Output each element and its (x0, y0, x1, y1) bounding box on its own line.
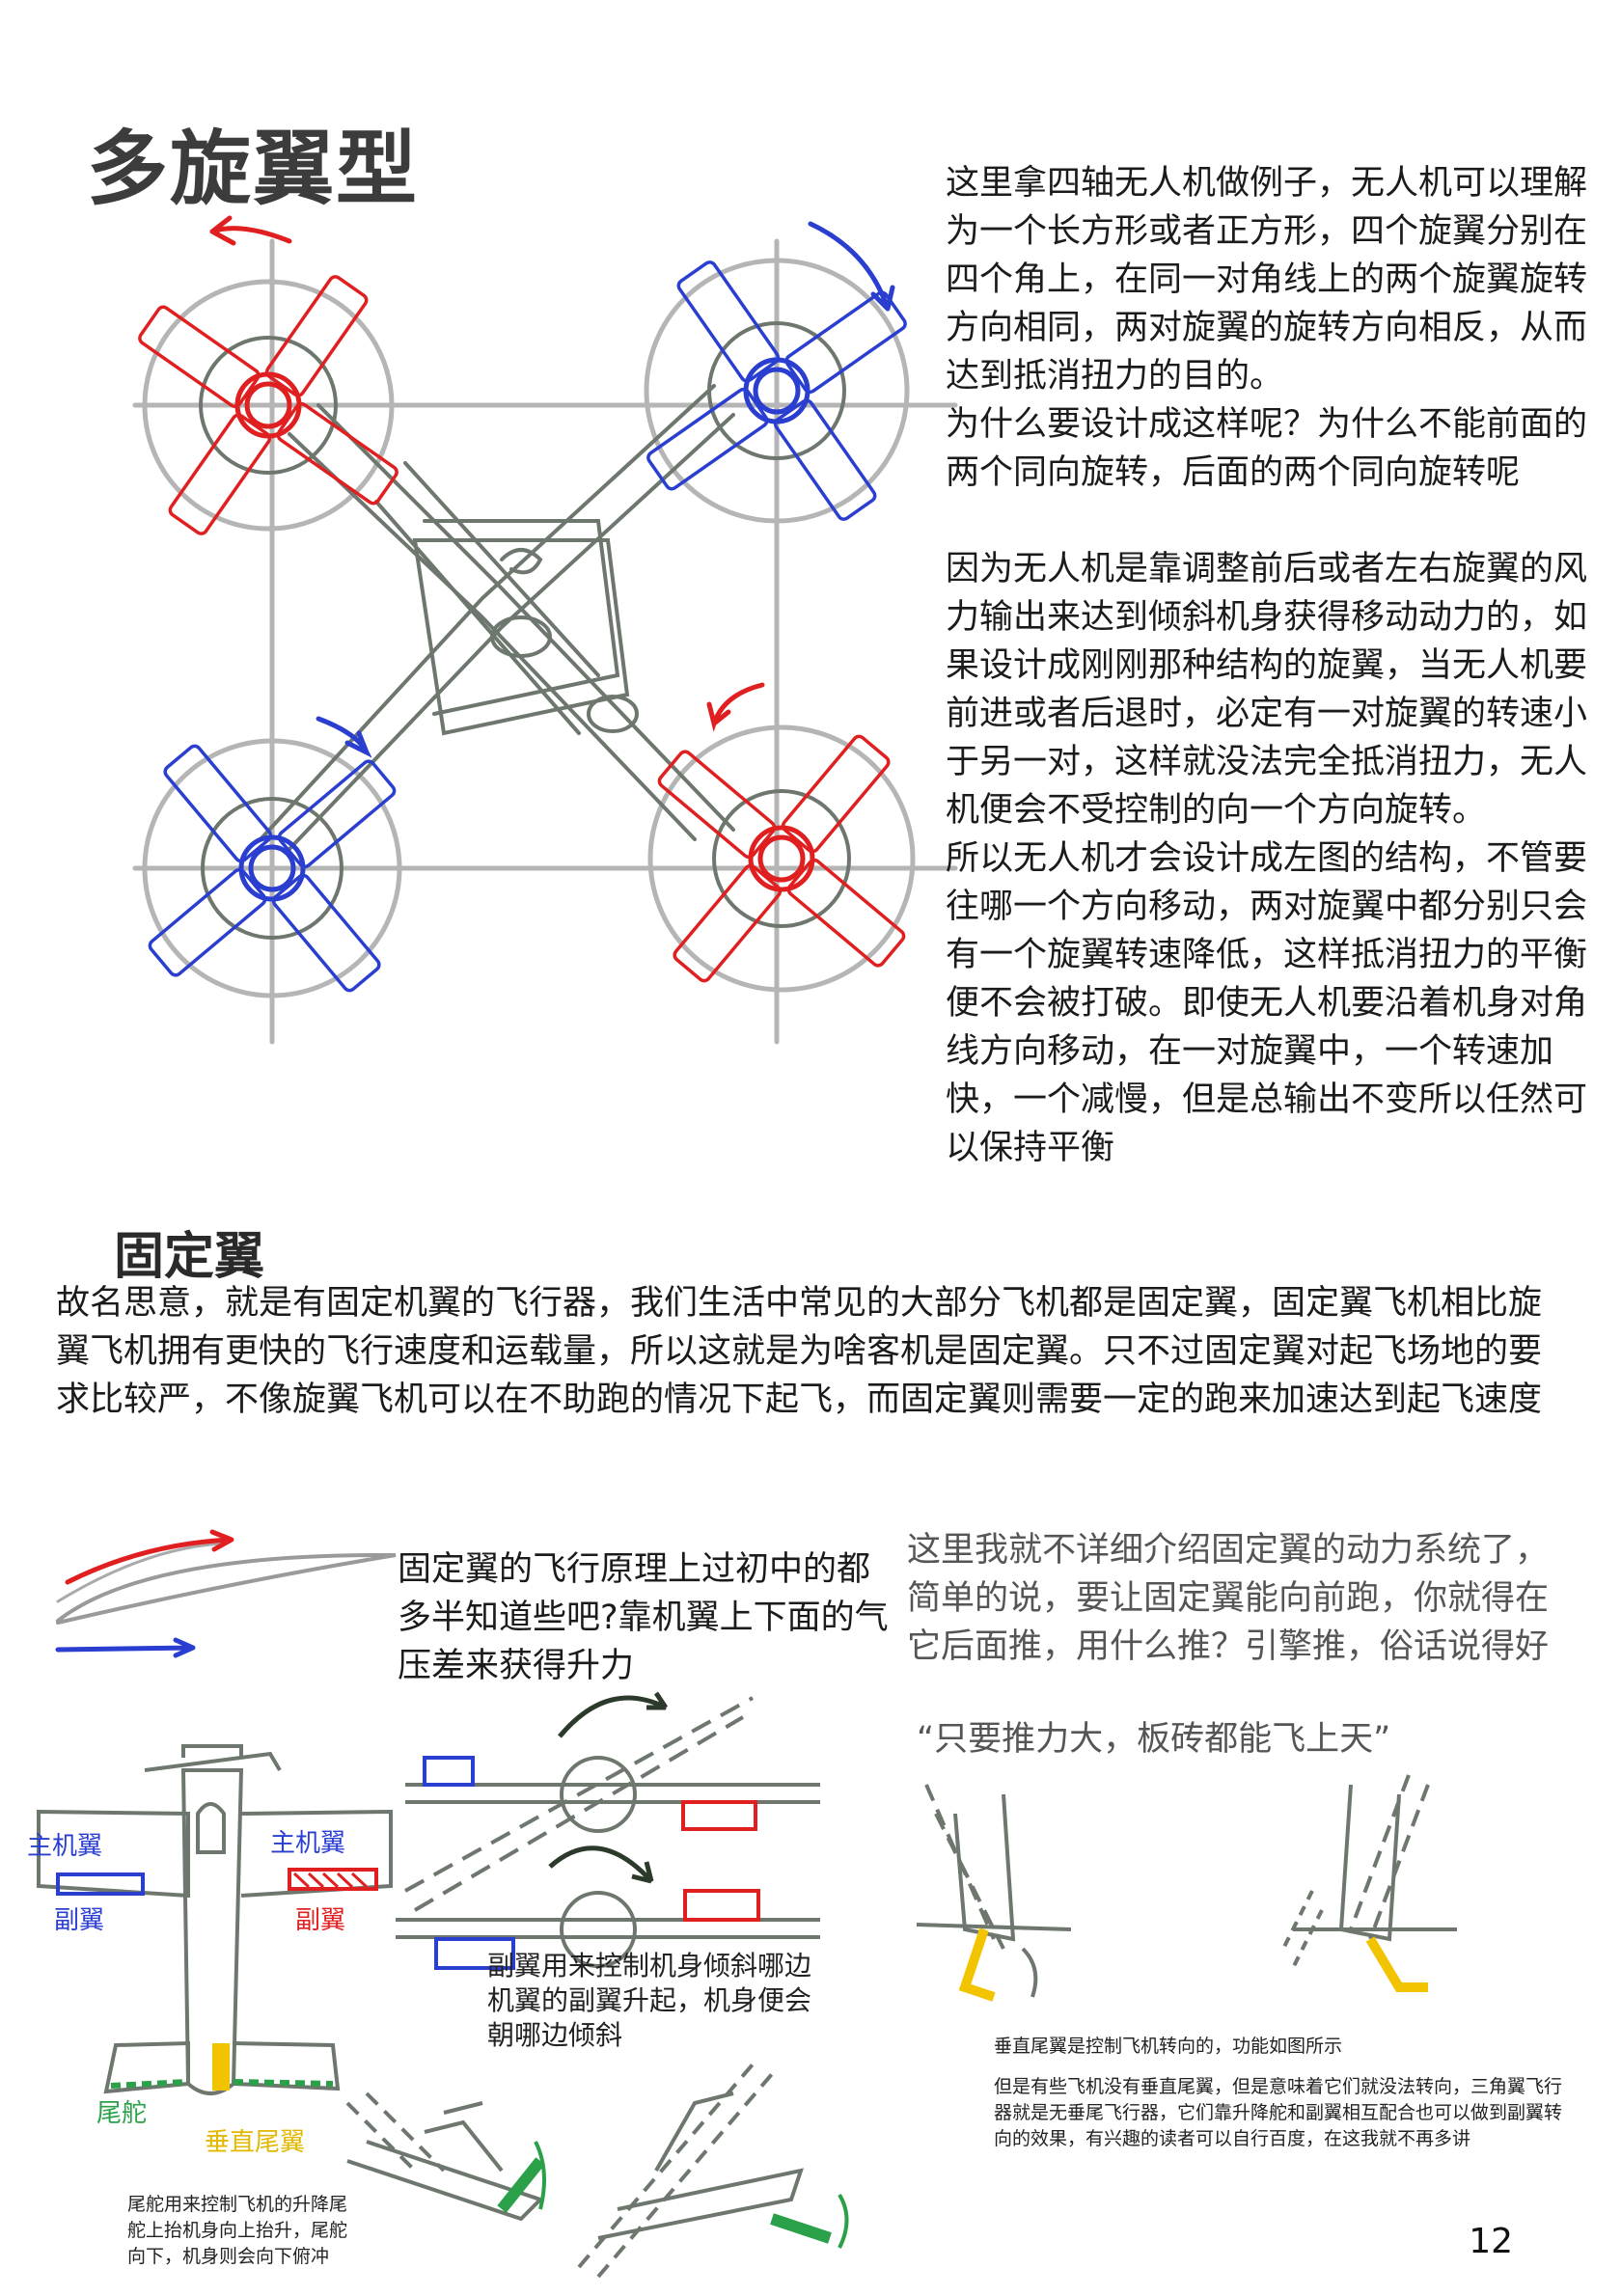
elevator-sketches (345, 2063, 849, 2279)
quote: “只要推力大，板砖都能飞上天” (917, 1720, 1391, 1759)
page-title: 多旋翼型 (87, 122, 420, 216)
airfoil-sketch (55, 1529, 397, 1658)
multirotor-paragraph-2: 为什么要设计成这样呢？为什么不能前面的两个同向旋转，后面的两个同向旋转呢 (946, 405, 1588, 492)
tail-note: 垂直尾翼是控制飞机转向的，功能如图所示 (994, 2036, 1343, 2057)
elevator-note: 尾舵用来控制飞机的升降尾舵上抬机身向上抬升，尾舵向下，机身则会向下俯冲 (127, 2194, 348, 2267)
aileron-roll-sketch (396, 1691, 820, 1970)
label-aileron-left: 副翼 (54, 1906, 105, 1935)
label-main-wing-right: 主机翼 (270, 1829, 346, 1858)
fixed-wing-intro: 故名思意，就是有固定机翼的飞行器，我们生活中常见的大部分飞机都是固定翼，固定翼飞… (56, 1284, 1543, 1419)
tail-note-2: 但是有些飞机没有垂直尾翼，但是意味着它们就没法转向，三角翼飞行器就是无垂尾飞行器… (994, 2076, 1563, 2149)
quadcopter-sketch (132, 215, 958, 1045)
label-vertical-tail: 垂直尾翼 (205, 2128, 306, 2157)
multirotor-paragraph-1: 这里拿四轴无人机做例子，无人机可以理解为一个长方形或者正方形，四个旋翼分别在四个… (946, 164, 1588, 396)
label-aileron-right: 副翼 (295, 1906, 346, 1935)
multirotor-paragraph-3: 因为无人机是靠调整前后或者左右旋翼的风力输出来达到倾斜机身获得移动动力的，如果设… (946, 550, 1588, 830)
multirotor-text: 这里拿四轴无人机做例子，无人机可以理解为一个长方形或者正方形，四个旋翼分别在四个… (946, 159, 1602, 1172)
aileron-note: 副翼用来控制机身倾斜哪边机翼的副翼升起，机身便会朝哪边倾斜 (487, 1950, 812, 2051)
lift-note: 固定翼的飞行原理上过初中的都多半知道些吧?靠机翼上下面的气压差来获得升力 (398, 1550, 889, 1685)
multirotor-paragraph-4: 所以无人机才会设计成左图的结构，不管要往哪一个方向移动，两对旋翼中都分别只会有一… (946, 839, 1588, 1167)
label-elevator: 尾舵 (96, 2099, 148, 2128)
page-number: 12 (1469, 2222, 1513, 2261)
section-title-fixed-wing: 固定翼 (114, 1228, 265, 1286)
vertical-tail-sketches (916, 1774, 1457, 2002)
power-note: 这里我就不详细介绍固定翼的动力系统了，简单的说，要让固定翼能向前跑，你就得在它后… (907, 1531, 1550, 1666)
plane-top-view-sketch (37, 1744, 393, 2095)
label-main-wing-left: 主机翼 (27, 1832, 103, 1861)
